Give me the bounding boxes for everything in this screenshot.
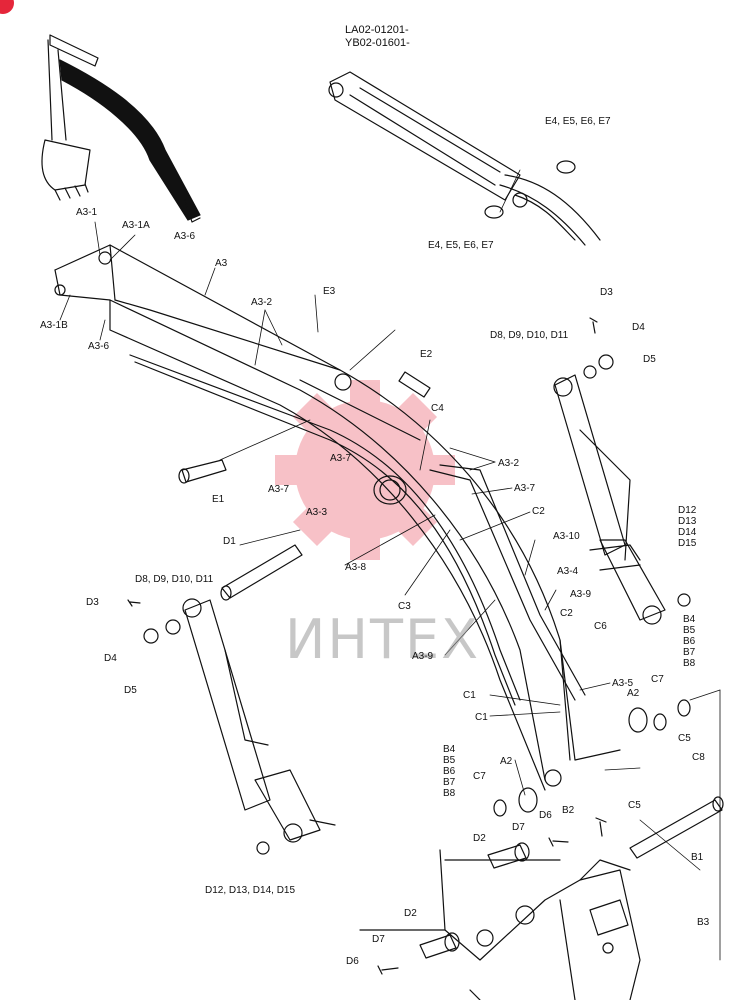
label-a3-4: A3-4 <box>557 566 579 577</box>
label-d6-low: D6 <box>346 956 359 967</box>
stack-item: B8 <box>443 788 456 799</box>
label-d3-right: D3 <box>600 287 613 298</box>
pin-b1 <box>629 799 723 859</box>
stack-item: B5 <box>443 755 456 766</box>
code-line-1: LA02-01201- <box>345 24 409 36</box>
label-e2: E2 <box>420 349 433 360</box>
label-e4-top: E4, E5, E6, E7 <box>545 116 611 127</box>
watermark-gear-icon <box>275 380 455 560</box>
label-c7-left: C7 <box>473 771 486 782</box>
label-c5-a: C5 <box>678 733 691 744</box>
label-d4-right: D4 <box>632 322 645 333</box>
label-c6: C6 <box>594 621 607 632</box>
label-c2-low: C2 <box>560 608 573 619</box>
label-a3-1: A3-1 <box>76 207 98 218</box>
label-d6-top: D6 <box>539 810 552 821</box>
stack-item: B8 <box>683 658 696 669</box>
label-a3-1a: A3-1A <box>122 220 150 231</box>
label-d8-right: D8, D9, D10, D11 <box>490 330 569 341</box>
stack-item: B6 <box>683 636 696 647</box>
label-a3-2-mid: A3-2 <box>498 458 520 469</box>
label-a3-8: A3-8 <box>345 562 367 573</box>
stack-item: B4 <box>443 744 456 755</box>
stack-item: B5 <box>683 625 696 636</box>
stack-item: D15 <box>678 538 697 549</box>
label-b2: B2 <box>562 805 575 816</box>
label-a2-right: A2 <box>627 688 640 699</box>
stack-d12-right: D12 D13 D14 D15 <box>678 505 696 549</box>
label-e3: E3 <box>323 286 336 297</box>
left-boom-cylinder <box>143 598 336 855</box>
boom-piping <box>129 354 586 706</box>
label-a3-10: A3-10 <box>553 531 580 542</box>
label-d12-bottom: D12, D13, D14, D15 <box>205 885 296 896</box>
label-c5-b: C5 <box>628 800 641 811</box>
stack-b4-right: B4 B5 B6 B7 B8 <box>683 614 695 669</box>
stack-item: B7 <box>683 647 696 658</box>
pin-d2-upper <box>487 844 527 869</box>
pin-e2 <box>398 371 431 398</box>
label-d5-left: D5 <box>124 685 137 696</box>
label-e1: E1 <box>212 494 225 505</box>
label-a3-7-top: A3-7 <box>330 453 352 464</box>
label-a3-6-left: A3-6 <box>88 341 110 352</box>
stack-item: B4 <box>683 614 696 625</box>
leader-lines <box>59 169 721 961</box>
label-a3: A3 <box>215 258 228 269</box>
label-a3-7-left: A3-7 <box>268 484 290 495</box>
label-d4-left: D4 <box>104 653 117 664</box>
label-a3-6-top: A3-6 <box>174 231 196 242</box>
excavator-thumbnail-icon <box>41 34 201 223</box>
label-d7-low: D7 <box>372 934 385 945</box>
code-line-2: YB02-01601- <box>345 37 410 49</box>
label-b1: B1 <box>691 852 704 863</box>
pins-e1-d1 <box>178 459 303 601</box>
label-c7-right: C7 <box>651 674 664 685</box>
label-a3-9-low: A3-9 <box>412 651 434 662</box>
label-a3-1b: A3-1B <box>40 320 68 331</box>
arm-cylinder <box>328 71 601 246</box>
stack-item: B6 <box>443 766 456 777</box>
label-d1: D1 <box>223 536 236 547</box>
label-d2-top: D2 <box>473 833 486 844</box>
label-d5-right: D5 <box>643 354 656 365</box>
right-boom-cylinder <box>553 354 691 625</box>
stack-item: D14 <box>678 527 697 538</box>
label-a3-2-top: A3-2 <box>251 297 273 308</box>
label-e4-low: E4, E5, E6, E7 <box>428 240 494 251</box>
label-c2-top: C2 <box>532 506 545 517</box>
stack-b4-left: B4 B5 B6 B7 B8 <box>443 744 455 799</box>
label-a2-mid: A2 <box>500 756 513 767</box>
label-a3-5: A3-5 <box>612 678 634 689</box>
label-d8-left: D8, D9, D10, D11 <box>135 574 214 585</box>
label-c4: C4 <box>431 403 444 414</box>
label-d3-left: D3 <box>86 597 99 608</box>
label-b3: B3 <box>697 917 710 928</box>
stack-item: B7 <box>443 777 456 788</box>
corner-marker <box>0 0 14 14</box>
pin-d2-lower <box>419 934 457 959</box>
stack-item: D13 <box>678 516 697 527</box>
label-c1-a: C1 <box>463 690 476 701</box>
lower-frame <box>359 849 641 1000</box>
bolts <box>127 317 607 975</box>
label-a3-7-right: A3-7 <box>514 483 536 494</box>
label-c3: C3 <box>398 601 411 612</box>
label-c1-b: C1 <box>475 712 488 723</box>
watermark-text: ИНТЕХ <box>285 608 481 671</box>
label-a3-9-right: A3-9 <box>570 589 592 600</box>
label-d2-low: D2 <box>404 908 417 919</box>
stack-item: D12 <box>678 505 697 516</box>
label-a3-3: A3-3 <box>306 507 328 518</box>
label-c8: C8 <box>692 752 705 763</box>
label-d7-top: D7 <box>512 822 525 833</box>
